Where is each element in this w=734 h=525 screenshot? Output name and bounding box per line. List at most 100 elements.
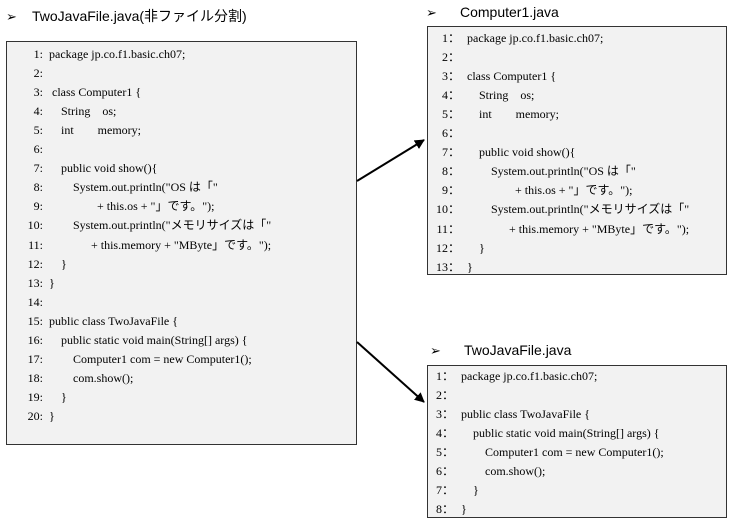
- code-line: 3：class Computer1 {: [428, 67, 726, 86]
- code-text: int memory;: [49, 123, 141, 138]
- twojavafile-source-panel: 1：package jp.co.f1.basic.ch07; 2： 3： public…: [427, 365, 727, 518]
- line-number: 12：: [435, 240, 460, 255]
- code-line: 7: public void show(){: [7, 159, 356, 178]
- code-text: public class TwoJavaFile {: [461, 407, 591, 422]
- code-line: 3： public class TwoJavaFile {: [428, 405, 726, 424]
- code-line: 18: com.show();: [7, 369, 356, 388]
- code-line: 16: public static void main(String[] arg…: [7, 331, 356, 350]
- code-line: 12： }: [428, 239, 726, 258]
- code-line: 8：}: [428, 500, 726, 519]
- combined-source-panel: 1: package jp.co.f1.basic.ch07; 2: 3: class…: [6, 41, 357, 445]
- line-number: 18:: [27, 370, 43, 385]
- code-line: 19: }: [7, 388, 356, 407]
- code-text: + this.os + "」です。");: [467, 183, 633, 198]
- line-number: 2：: [435, 388, 454, 403]
- code-text: System.out.println("OS は「": [467, 164, 636, 179]
- code-text: public void show(){: [467, 145, 576, 160]
- code-text: int memory;: [467, 107, 559, 122]
- code-line: 12: }: [7, 255, 356, 274]
- arrow-to-twojavafile-file: [356, 341, 425, 403]
- code-text: }: [467, 259, 473, 274]
- code-line: 4： public static void main(String[] args…: [428, 424, 726, 443]
- code-text: + this.memory + "MByte」です。");: [49, 237, 272, 252]
- code-text: com.show();: [49, 370, 134, 385]
- line-number: 4：: [435, 426, 454, 441]
- line-number: 13：: [435, 259, 460, 274]
- code-text: Computer1 com = new Computer1();: [461, 445, 664, 460]
- code-line: 11: + this.memory + "MByte」です。");: [7, 236, 356, 255]
- code-text: System.out.println("OS は「": [49, 180, 218, 195]
- code-text: package jp.co.f1.basic.ch07;: [49, 47, 186, 61]
- left-panel-heading: ➢ TwoJavaFile.java(非ファイル分割): [6, 6, 247, 26]
- code-text: public static void main(String[] args) {: [49, 332, 248, 347]
- line-number: 4：: [441, 88, 460, 103]
- line-number: 3:: [33, 85, 43, 100]
- code-line: 20:}: [7, 407, 356, 426]
- code-line: 6:: [7, 140, 356, 159]
- code-text: + this.memory + "MByte」です。");: [467, 221, 690, 236]
- code-line: 11： + this.memory + "MByte」です。");: [428, 220, 726, 239]
- line-number: 6:: [33, 142, 43, 157]
- line-number: 6：: [435, 464, 454, 479]
- line-number: 8:: [33, 180, 43, 195]
- line-number: 3：: [441, 69, 460, 84]
- heading-title: TwoJavaFile.java: [464, 342, 572, 358]
- heading-title: TwoJavaFile.java(非ファイル分割): [32, 8, 247, 24]
- line-number: 11：: [436, 221, 460, 236]
- arrow-bullet-icon: ➢: [6, 9, 17, 24]
- code-line: 5： int memory;: [428, 105, 726, 124]
- code-line: 10: System.out.println("メモリサイズは「": [7, 216, 356, 235]
- code-line: 7： public void show(){: [428, 143, 726, 162]
- code-line: 1：package jp.co.f1.basic.ch07;: [428, 367, 726, 386]
- code-line: 14:: [7, 293, 356, 312]
- line-number: 1:: [33, 47, 43, 61]
- code-line: 2:: [7, 64, 356, 83]
- line-number: 7：: [441, 145, 460, 160]
- bottom-right-panel-heading: ➢ TwoJavaFile.java: [430, 342, 571, 359]
- line-number: 1：: [435, 369, 454, 383]
- line-number: 8：: [441, 164, 460, 179]
- line-number: 9：: [441, 183, 460, 198]
- line-number: 2：: [441, 50, 460, 65]
- line-number: 11:: [28, 237, 43, 252]
- code-line: 9： + this.os + "」です。");: [428, 181, 726, 200]
- line-number: 16:: [27, 332, 43, 347]
- top-right-panel-heading: ➢ Computer1.java: [426, 4, 559, 21]
- code-line: 5： Computer1 com = new Computer1();: [428, 443, 726, 462]
- line-number: 2:: [33, 66, 43, 81]
- line-number: 12:: [27, 256, 43, 271]
- code-text: + this.os + "」です。");: [49, 199, 215, 214]
- code-line: 17: Computer1 com = new Computer1();: [7, 350, 356, 369]
- arrow-bullet-icon: ➢: [430, 343, 441, 358]
- code-text: }: [49, 256, 67, 271]
- code-line: 8: System.out.println("OS は「": [7, 178, 356, 197]
- code-line: 2：: [428, 48, 726, 67]
- code-line: 1: package jp.co.f1.basic.ch07;: [7, 45, 356, 64]
- line-number: 19:: [27, 389, 43, 404]
- arrow-bullet-icon: ➢: [426, 5, 437, 20]
- code-line: 13：}: [428, 258, 726, 277]
- code-text: String os;: [49, 104, 117, 119]
- line-number: 3：: [435, 407, 454, 422]
- line-number: 1：: [441, 31, 460, 45]
- heading-title: Computer1.java: [460, 4, 559, 20]
- arrow-to-computer1-file: [356, 139, 425, 182]
- line-number: 7：: [435, 483, 454, 498]
- code-line: 1： package jp.co.f1.basic.ch07;: [428, 29, 726, 48]
- code-text: }: [467, 240, 485, 255]
- line-number: 7:: [33, 161, 43, 176]
- line-number: 10：: [435, 202, 460, 217]
- code-text: package jp.co.f1.basic.ch07;: [467, 31, 604, 45]
- code-text: }: [49, 275, 55, 290]
- code-text: class Computer1 {: [49, 85, 142, 100]
- line-number: 20:: [27, 408, 43, 423]
- code-line: 13:}: [7, 274, 356, 293]
- line-number: 4:: [33, 104, 43, 119]
- code-line: 9: + this.os + "」です。");: [7, 197, 356, 216]
- code-line: 5: int memory;: [7, 121, 356, 140]
- code-line: 4： String os;: [428, 86, 726, 105]
- code-text: String os;: [467, 88, 535, 103]
- code-line: 8： System.out.println("OS は「": [428, 162, 726, 181]
- code-line: 2：: [428, 386, 726, 405]
- code-text: public static void main(String[] args) {: [461, 426, 660, 441]
